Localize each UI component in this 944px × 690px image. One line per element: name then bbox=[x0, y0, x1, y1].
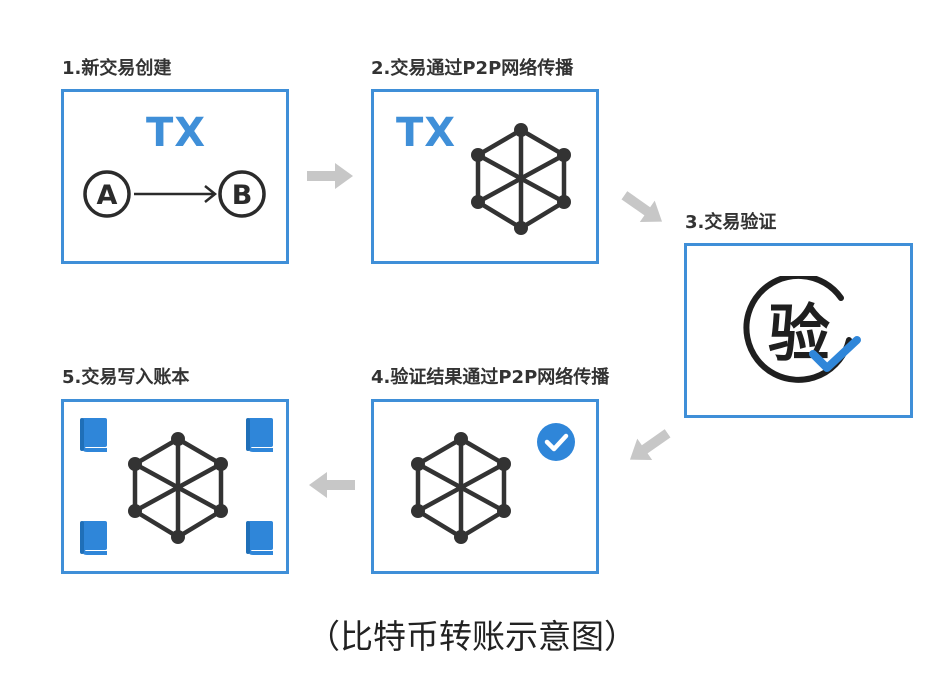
step-2-box: TX bbox=[371, 89, 599, 264]
p2p-network-icon bbox=[411, 432, 511, 544]
step-3-box: 验 bbox=[684, 243, 913, 418]
step-3-label: 3.交易验证 bbox=[685, 212, 777, 233]
arrow-right-icon bbox=[307, 163, 353, 189]
ledger-book-icon bbox=[80, 521, 107, 555]
step-4-box bbox=[371, 399, 599, 574]
step-1-label: 1.新交易创建 bbox=[62, 58, 172, 79]
verification-seal-icon: 验 bbox=[743, 276, 861, 383]
step-5-box bbox=[61, 399, 289, 574]
diagram-caption: （比特币转账示意图） bbox=[307, 617, 637, 656]
tx-label: TX bbox=[396, 110, 457, 156]
arrow-left-icon bbox=[309, 472, 355, 498]
tx-label: TX bbox=[146, 110, 207, 156]
step-2-label: 2.交易通过P2P网络传播 bbox=[371, 58, 574, 79]
step-4-label: 4.验证结果通过P2P网络传播 bbox=[371, 367, 610, 388]
ledger-book-icon bbox=[246, 521, 273, 555]
step-1-box: TX A B bbox=[61, 89, 289, 264]
check-badge-icon bbox=[537, 423, 575, 461]
node-a-letter: A bbox=[97, 180, 118, 211]
step-5-label: 5.交易写入账本 bbox=[62, 367, 190, 388]
node-b-letter: B bbox=[232, 180, 253, 211]
ledger-book-icon bbox=[246, 418, 273, 452]
p2p-network-icon bbox=[128, 432, 228, 544]
ledger-book-icon bbox=[80, 418, 107, 452]
transfer-a-to-b-icon: A B bbox=[83, 170, 266, 218]
arrow-down-left-icon bbox=[629, 429, 671, 460]
arrow-down-right-icon bbox=[621, 191, 663, 222]
p2p-network-icon bbox=[471, 123, 571, 235]
